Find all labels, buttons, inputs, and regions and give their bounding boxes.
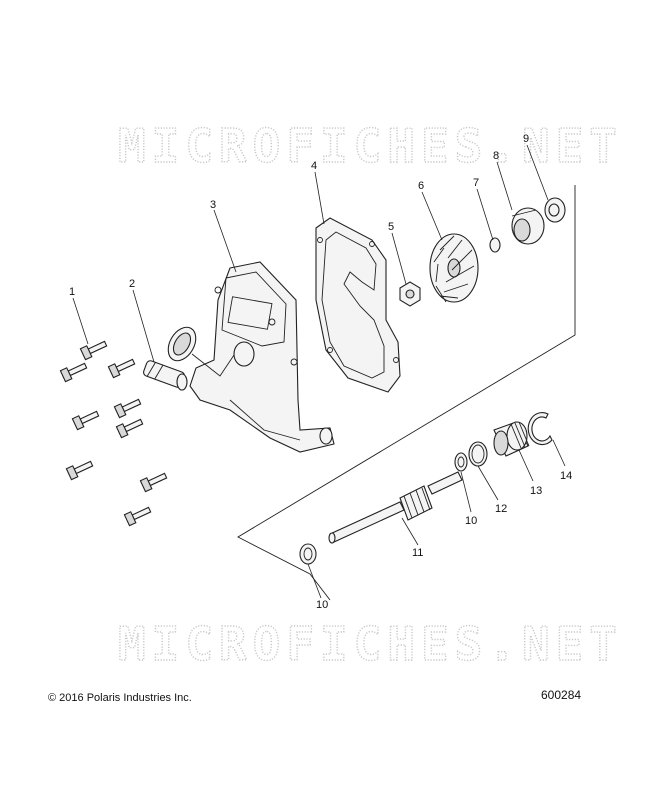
- callout-9: 9: [523, 133, 529, 145]
- figure-number: 600284: [541, 688, 582, 702]
- impeller-nut: [399, 281, 421, 307]
- leader-lines: [72, 144, 566, 599]
- shaft-bushing: [493, 421, 530, 457]
- thrust-washer-upper: [454, 452, 468, 472]
- small-washer: [489, 237, 501, 253]
- watermark-top: MICROFICHES.NET: [118, 119, 618, 173]
- callout-5: 5: [388, 221, 394, 233]
- callout-8: 8: [493, 150, 499, 162]
- hose-fitting: [143, 360, 188, 391]
- assembly-bracket: [237, 185, 576, 601]
- callout-10-upper: 10: [465, 515, 477, 527]
- snap-ring: [527, 412, 553, 446]
- seal: [511, 207, 545, 245]
- thrust-washer-lower: [299, 543, 317, 565]
- callout-11: 11: [412, 547, 423, 559]
- pump-shaft: [328, 471, 463, 544]
- callout-6: 6: [418, 180, 424, 192]
- water-pump-housing: [167, 261, 335, 453]
- callout-3: 3: [210, 199, 216, 211]
- callout-12: 12: [495, 503, 507, 515]
- callout-10-lower: 10: [316, 599, 328, 611]
- callout-1: 1: [69, 286, 75, 298]
- callout-4: 4: [311, 160, 317, 172]
- watermark-bottom: MICROFICHES.NET: [118, 617, 618, 671]
- impeller: [429, 233, 479, 303]
- callout-14: 14: [560, 470, 572, 482]
- callout-2: 2: [129, 278, 135, 290]
- callout-7: 7: [473, 177, 479, 189]
- callout-13: 13: [530, 485, 542, 497]
- bearing-ring: [544, 197, 566, 223]
- bolt-group: [59, 340, 168, 527]
- housing-gasket: [315, 217, 401, 393]
- copyright-notice: © 2016 Polaris Industries Inc.: [48, 692, 192, 704]
